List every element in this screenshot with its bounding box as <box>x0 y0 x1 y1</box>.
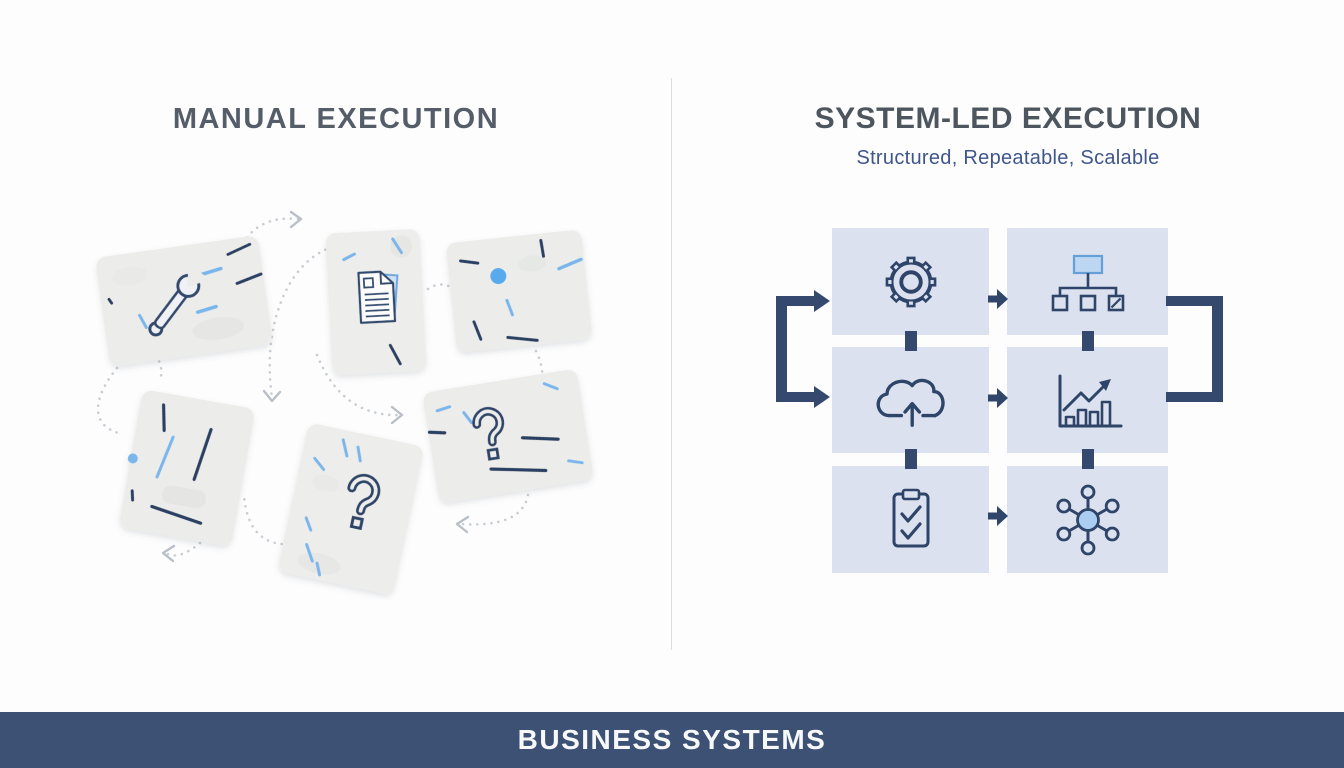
lines-icon <box>130 403 213 525</box>
footer-label: BUSINESS SYSTEMS <box>517 724 827 755</box>
growth-chart-icon <box>1058 374 1122 428</box>
grid-cell-cloud-upload <box>832 347 989 453</box>
vertical-connector <box>905 449 917 469</box>
wrench-icon <box>148 263 210 337</box>
right-panel-subtitle: Structured, Repeatable, Scalable <box>856 147 1160 169</box>
left-flow-bracket-arrows <box>776 290 830 408</box>
question-card-landscape <box>423 369 593 503</box>
question-mark-icon <box>347 473 381 531</box>
dot-card <box>446 230 592 352</box>
vertical-connector <box>1082 331 1094 351</box>
cloud-upload-icon <box>876 378 945 427</box>
footer-banner: BUSINESS SYSTEMS <box>0 712 1344 768</box>
gear-icon <box>885 256 936 307</box>
dot-icon <box>490 268 507 285</box>
question-card-portrait <box>279 424 423 594</box>
grid-cell-growth-chart <box>1007 347 1168 453</box>
dashed-arc-arrowheads <box>161 210 470 563</box>
left-panel-title: MANUAL EXECUTION <box>172 103 500 135</box>
question-mark-icon <box>472 406 505 461</box>
document-card <box>325 229 427 375</box>
manual-execution-art <box>96 210 593 594</box>
grid-cell-org-chart <box>1007 228 1168 335</box>
right-flow-bracket <box>1166 296 1223 402</box>
grid-cell-clipboard <box>832 466 989 573</box>
right-panel-title: SYSTEM-LED EXECUTION <box>814 102 1202 135</box>
dashed-flow-arcs <box>96 217 544 557</box>
vertical-connector <box>1082 449 1094 469</box>
grid-cell-network <box>1007 466 1168 573</box>
step-arrow-right-row1 <box>988 289 1008 309</box>
document-icon <box>357 270 399 324</box>
step-arrow-right-row3 <box>988 506 1008 526</box>
clipboard-check-icon <box>892 488 929 547</box>
lines-card <box>120 390 254 546</box>
grid-cell-gear <box>832 228 989 335</box>
center-divider <box>671 78 672 650</box>
org-chart-icon <box>1051 254 1124 311</box>
step-arrow-right-row2 <box>988 388 1008 408</box>
wrench-card <box>96 236 272 366</box>
network-hub-icon <box>1055 484 1120 555</box>
vertical-connector <box>905 331 917 351</box>
